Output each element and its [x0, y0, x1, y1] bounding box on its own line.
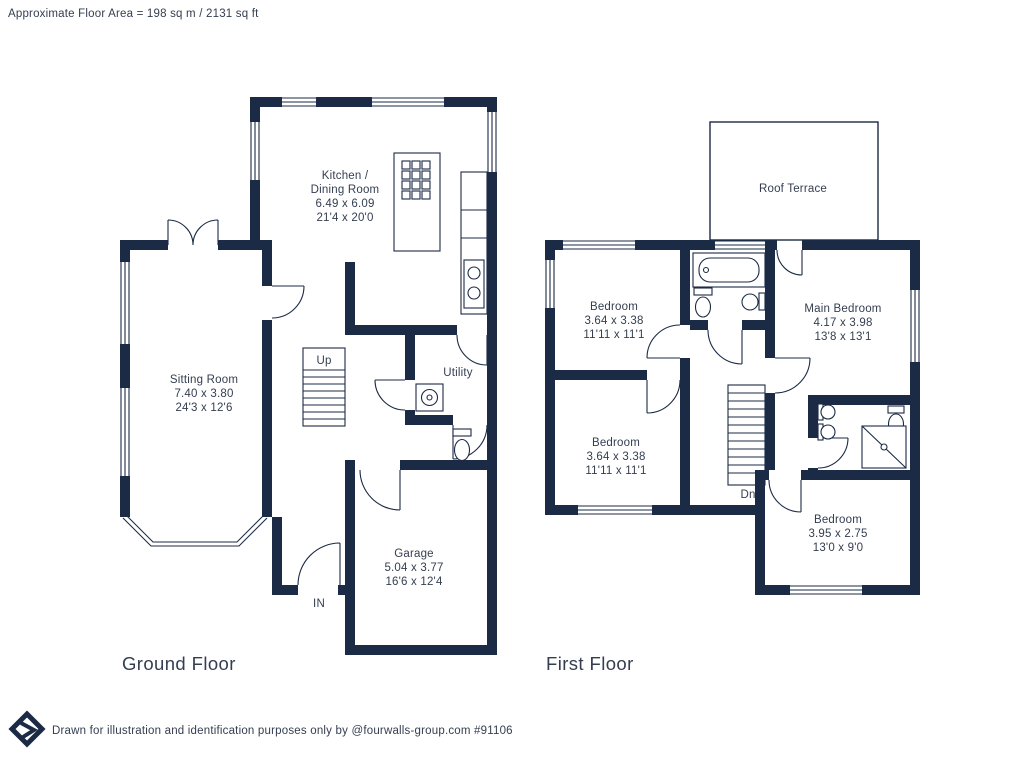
disclaimer-text: Drawn for illustration and identificatio…: [52, 725, 513, 737]
stairs-up: [302, 347, 346, 427]
window: [578, 505, 652, 515]
stairs-up-label: Up: [316, 355, 331, 367]
room-dims-metric: 3.64 x 3.38: [584, 315, 643, 327]
toilet-icon: [693, 287, 713, 318]
room-dims-metric: 3.64 x 3.38: [586, 451, 645, 463]
room-dims-imperial: 21'4 x 20'0: [316, 212, 373, 224]
stairs-down: [727, 384, 766, 486]
bedroom-middle-door-arc: [646, 379, 681, 414]
room-dims-metric: 7.40 x 3.80: [174, 388, 233, 400]
window: [715, 240, 765, 250]
ground-floor-windows: [120, 97, 497, 547]
room-label-kitchen: Kitchen /: [322, 170, 369, 182]
window: [250, 122, 260, 180]
window: [487, 112, 497, 172]
window: [372, 97, 444, 107]
room-label-kitchen-2: Dining Room: [311, 184, 380, 196]
ground-floor-title: Ground Floor: [122, 653, 236, 674]
first-floor-fixtures: [692, 252, 907, 469]
stairs-down-label: Dn: [740, 489, 755, 501]
room-dims-metric: 4.17 x 3.98: [813, 317, 872, 329]
room-label-main-bedroom: Main Bedroom: [804, 303, 881, 315]
fourwalls-logo: [8, 708, 46, 759]
fourwalls-logo-icon: [8, 710, 46, 748]
basin-icon: [741, 292, 766, 311]
window: [910, 290, 920, 362]
ground-floor-walls: [120, 97, 497, 655]
basin-icon: [817, 423, 836, 441]
window: [563, 240, 635, 250]
room-dims-imperial: 13'0 x 9'0: [813, 542, 864, 554]
first-floor-title: First Floor: [546, 653, 634, 674]
front-door-arc: [297, 542, 341, 586]
roof-terrace-label: Roof Terrace: [759, 183, 827, 195]
garage-door-arc: [359, 469, 401, 511]
room-label-garage: Garage: [394, 548, 434, 560]
hob-icon: [401, 160, 431, 200]
window: [120, 388, 130, 476]
counter-dividers: [461, 209, 487, 239]
room-dims-metric: 3.95 x 2.75: [808, 528, 867, 540]
ground-floor-fixtures: [393, 152, 488, 462]
stair-treads: [303, 369, 345, 420]
first-floor-windows: [545, 240, 920, 595]
shower-icon: [861, 425, 907, 469]
room-label-bedroom-middle: Bedroom: [592, 437, 640, 449]
stair-treads: [728, 392, 765, 474]
room-dims-imperial: 13'8 x 13'1: [814, 331, 871, 343]
window: [120, 262, 130, 344]
bathtub-icon: [692, 252, 766, 288]
basin-icon: [817, 403, 836, 421]
first-floor-plan: Roof Terrace Bedroom 3.64 x 3.38 11'11 x…: [545, 121, 920, 674]
room-dims-imperial: 11'11 x 11'1: [585, 465, 646, 477]
sink-icon: [463, 259, 485, 309]
bedroom-back-door-arc: [768, 479, 802, 513]
utility-door-arc: [456, 334, 488, 366]
washing-machine-icon: [415, 383, 444, 412]
window: [282, 97, 316, 107]
room-dims-imperial: 16'6 x 12'4: [385, 576, 443, 588]
entrance-label: IN: [313, 598, 325, 610]
french-door-arc: [167, 219, 219, 246]
first-floor-walls: [545, 240, 920, 595]
room-dims-metric: 5.04 x 3.77: [384, 562, 443, 574]
room-dims-metric: 6.49 x 6.09: [315, 198, 374, 210]
room-label-bedroom-back: Bedroom: [814, 514, 862, 526]
bathroom-door-arc: [707, 329, 743, 365]
toilet-icon: [452, 428, 472, 462]
room-label-bedroom-front: Bedroom: [590, 301, 638, 313]
floor-area-note: Approximate Floor Area = 198 sq m / 2131…: [8, 8, 259, 20]
sitting-room-door-arc: [271, 285, 305, 319]
first-floor-doors: [646, 249, 849, 513]
ground-floor-labels: Kitchen / Dining Room 6.49 x 6.09 21'4 x…: [170, 170, 473, 610]
room-label-utility: Utility: [443, 367, 473, 379]
corridor-door-arc: [374, 379, 406, 411]
room-label-sitting: Sitting Room: [170, 374, 238, 386]
bedroom-front-door-arc: [646, 324, 681, 359]
room-dims-imperial: 11'11 x 11'1: [583, 329, 644, 341]
bay-window: [122, 514, 268, 547]
main-bedroom-door-arc: [774, 357, 811, 394]
ground-floor-plan: Kitchen / Dining Room 6.49 x 6.09 21'4 x…: [120, 97, 497, 674]
roof-terrace-outline: [709, 121, 879, 241]
window: [790, 585, 862, 595]
window: [545, 260, 555, 308]
terrace-door-arc: [776, 249, 803, 276]
first-floor-labels: Roof Terrace Bedroom 3.64 x 3.38 11'11 x…: [583, 183, 881, 554]
ensuite-door-arc: [817, 437, 849, 469]
room-dims-imperial: 24'3 x 12'6: [175, 402, 232, 414]
